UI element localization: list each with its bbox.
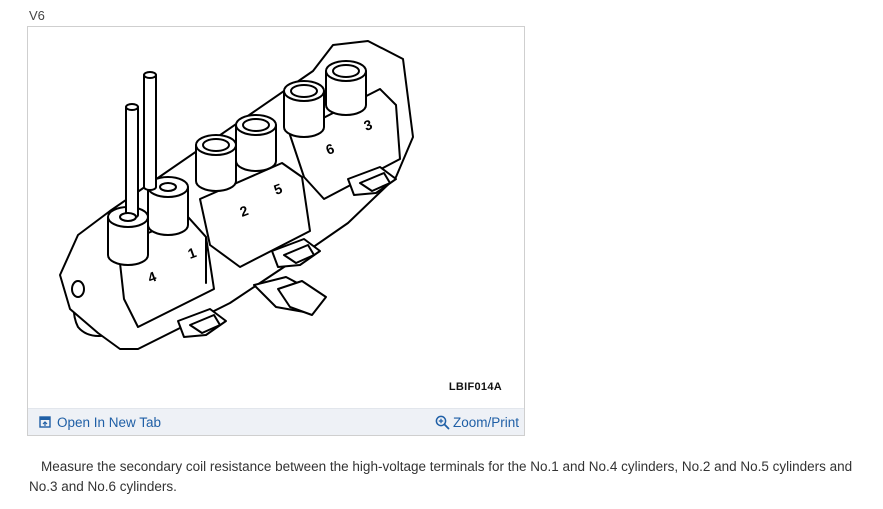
- figure-container: 4 1 2 5 6 3 LBIF014A Open In New Tab Zoo…: [27, 26, 525, 436]
- ignition-coil-diagram: 4 1 2 5 6 3: [59, 40, 414, 350]
- open-in-new-tab-button[interactable]: Open In New Tab: [39, 409, 161, 435]
- open-new-tab-icon: [39, 416, 51, 428]
- section-heading: V6: [29, 8, 45, 23]
- open-in-new-tab-label: Open In New Tab: [57, 414, 162, 430]
- instruction-text: Measure the secondary coil resistance be…: [29, 459, 853, 494]
- zoom-print-label: Zoom/Print: [452, 414, 519, 430]
- zoom-in-icon: [435, 415, 450, 429]
- figure-toolbar: Open In New Tab Zoom/Print: [28, 408, 524, 435]
- zoom-print-button[interactable]: Zoom/Print: [435, 409, 519, 435]
- figure-code: LBIF014A: [448, 381, 502, 393]
